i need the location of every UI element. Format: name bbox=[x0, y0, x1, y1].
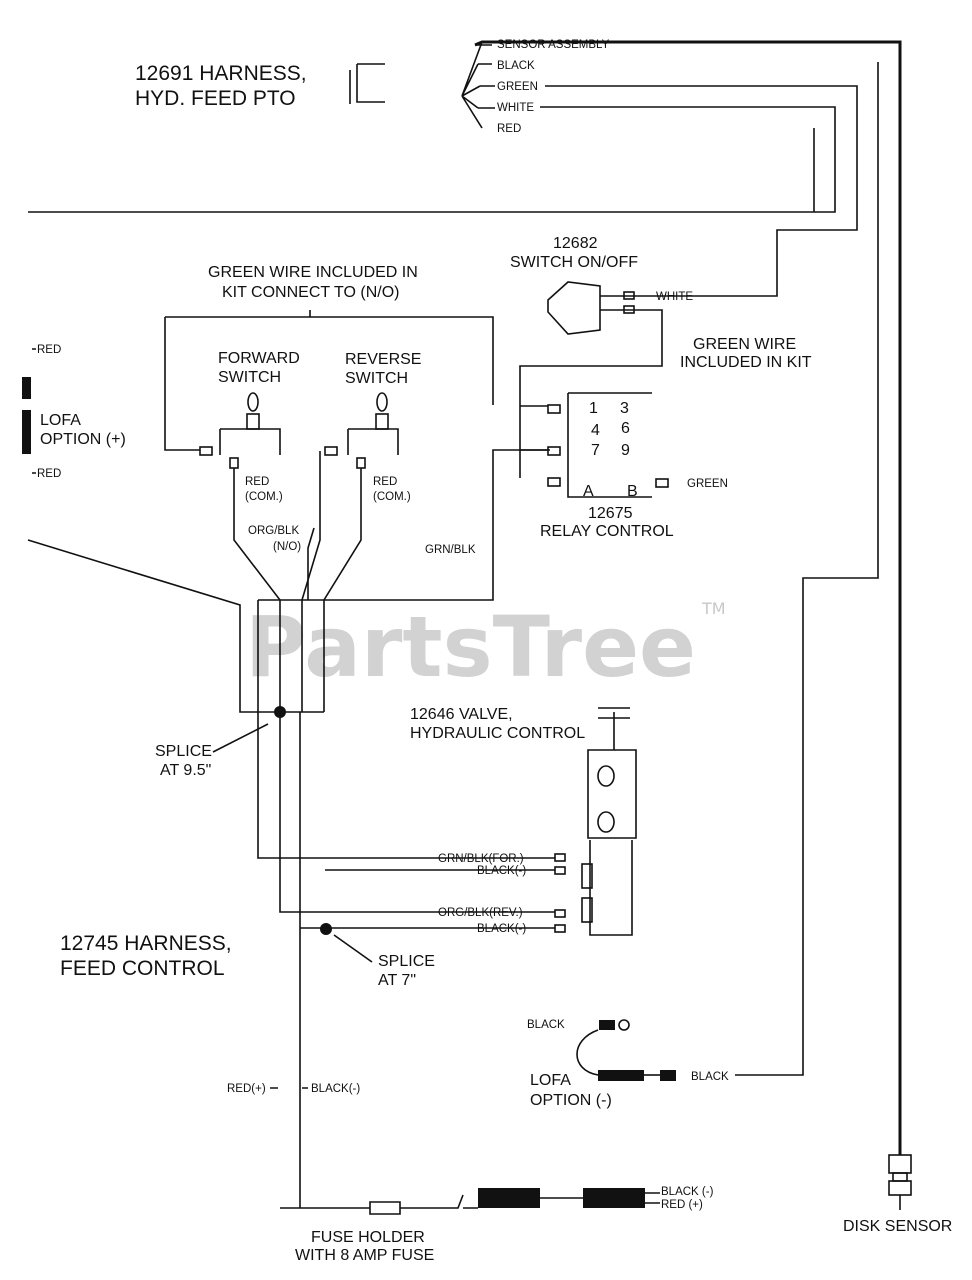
fuse-subtitle: WITH 8 AMP FUSE bbox=[295, 1247, 434, 1264]
relay-part: 12675 bbox=[588, 505, 633, 522]
valve-black-2: BLACK(-) bbox=[477, 923, 526, 935]
lofa-minus-option: OPTION (-) bbox=[530, 1092, 612, 1109]
forward-red-label: RED bbox=[245, 476, 269, 488]
splice-7-dot bbox=[320, 923, 332, 935]
relay-pin-9: 9 bbox=[621, 442, 630, 459]
switch-white-label: WHITE bbox=[656, 291, 693, 303]
lofa-plus-option: OPTION (+) bbox=[40, 431, 126, 448]
valve-part: 12646 VALVE, bbox=[410, 706, 513, 723]
fuse-title: FUSE HOLDER bbox=[311, 1229, 425, 1246]
relay-pin-6: 6 bbox=[621, 420, 630, 437]
forward-switch bbox=[199, 392, 281, 469]
green-wire-kit-2: INCLUDED IN KIT bbox=[680, 354, 812, 371]
forward-switch-title: FORWARD bbox=[218, 350, 300, 367]
wire-label-black: BLACK bbox=[497, 60, 535, 72]
disk-sensor bbox=[888, 1154, 912, 1210]
reverse-red-label: RED bbox=[373, 476, 397, 488]
forward-switch-sub: SWITCH bbox=[218, 369, 281, 386]
relay-pin-a: A bbox=[583, 483, 594, 500]
power-red-plus: RED(+) bbox=[227, 1083, 266, 1095]
battery-red-label: RED (+) bbox=[661, 1199, 703, 1211]
battery-black-label: BLACK (-) bbox=[661, 1186, 714, 1198]
grn-blk-label: GRN/BLK bbox=[425, 544, 476, 556]
wire-label-sensor: SENSOR ASSEMBLY bbox=[497, 39, 610, 51]
power-black-minus: BLACK(-) bbox=[311, 1083, 360, 1095]
splice-95-sub: AT 9.5" bbox=[160, 762, 211, 779]
valve-title: HYDRAULIC CONTROL bbox=[410, 725, 585, 742]
splice-7-sub: AT 7" bbox=[378, 972, 416, 989]
lofa-minus-title: LOFA bbox=[530, 1072, 571, 1089]
relay-pin-4: 4 bbox=[591, 422, 600, 439]
lofa-minus-black-right: BLACK bbox=[691, 1071, 729, 1083]
switch-onoff-part: 12682 bbox=[553, 235, 598, 252]
lofa-plus-red-bottom: RED bbox=[37, 468, 61, 480]
lofa-plus-title: LOFA bbox=[40, 412, 81, 429]
pto-harness-subtitle: HYD. FEED PTO bbox=[135, 87, 296, 110]
reverse-com-label: (COM.) bbox=[373, 491, 411, 503]
fuse-holder bbox=[280, 1188, 660, 1215]
feed-harness-title: 12745 HARNESS, bbox=[60, 932, 232, 955]
hydraulic-valve bbox=[554, 707, 637, 936]
watermark-tm: TM bbox=[701, 599, 726, 618]
pto-harness-title: 12691 HARNESS, bbox=[135, 62, 307, 85]
reverse-switch bbox=[324, 392, 399, 469]
reverse-switch-title: REVERSE bbox=[345, 351, 421, 368]
org-blk-no-label: (N/O) bbox=[273, 541, 301, 553]
splice-7-title: SPLICE bbox=[378, 953, 435, 970]
wire-label-red: RED bbox=[497, 123, 521, 135]
relay-pin-b: B bbox=[627, 483, 638, 500]
pto-harness bbox=[28, 40, 902, 1155]
splice-95-dot bbox=[274, 706, 286, 718]
valve-org-rev: ORG/BLK(REV.) bbox=[438, 907, 523, 919]
switch-onoff-title: SWITCH ON/OFF bbox=[510, 254, 638, 271]
forward-com-label: (COM.) bbox=[245, 491, 283, 503]
lofa-minus bbox=[576, 1019, 676, 1081]
relay-pin-1: 1 bbox=[589, 400, 598, 417]
relay-control bbox=[520, 392, 669, 498]
green-wire-no-2: KIT CONNECT TO (N/O) bbox=[222, 284, 400, 301]
valve-black-1: BLACK(-) bbox=[477, 865, 526, 877]
lofa-minus-black-top: BLACK bbox=[527, 1019, 565, 1031]
valve-grn-for: GRN/BLK(FOR.) bbox=[438, 853, 524, 865]
watermark: PartsTree bbox=[245, 598, 696, 696]
org-blk-label: ORG/BLK bbox=[248, 525, 299, 537]
green-wire-no-1: GREEN WIRE INCLUDED IN bbox=[208, 264, 418, 281]
lofa-plus-red-top: RED bbox=[37, 344, 61, 356]
wire-label-white: WHITE bbox=[497, 102, 534, 114]
green-wire-kit-1: GREEN WIRE bbox=[693, 336, 796, 353]
disk-sensor-label: DISK SENSOR bbox=[843, 1218, 952, 1235]
relay-green-label: GREEN bbox=[687, 478, 728, 490]
relay-pin-7: 7 bbox=[591, 442, 600, 459]
switch-onoff bbox=[519, 281, 697, 478]
wire-label-green: GREEN bbox=[497, 81, 538, 93]
lofa-black-wire bbox=[735, 62, 879, 1076]
relay-pin-3: 3 bbox=[620, 400, 629, 417]
relay-title: RELAY CONTROL bbox=[540, 523, 674, 540]
reverse-switch-sub: SWITCH bbox=[345, 370, 408, 387]
splice-95-title: SPLICE bbox=[155, 743, 212, 760]
feed-harness-subtitle: FEED CONTROL bbox=[60, 957, 225, 980]
